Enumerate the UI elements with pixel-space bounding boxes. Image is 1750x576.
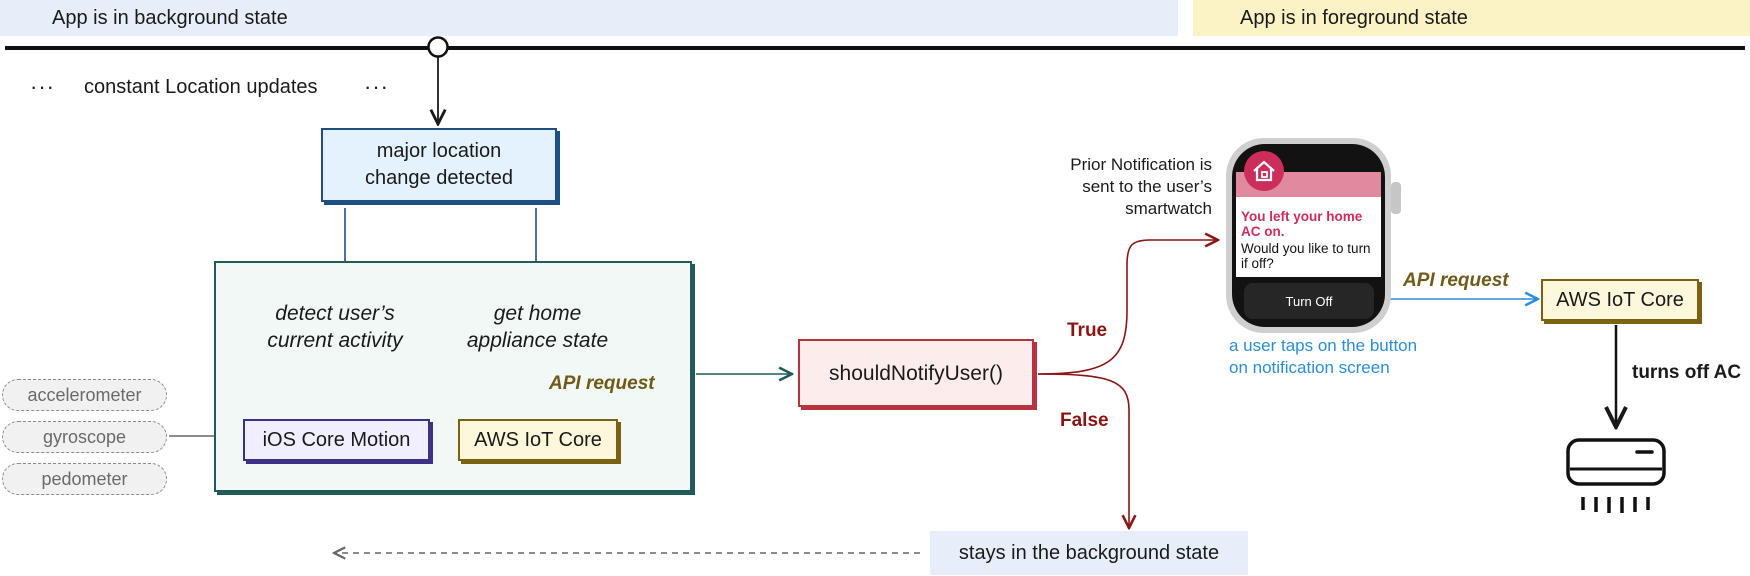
detect-activity-label: detect user’s current activity: [267, 302, 403, 352]
turn-off-button[interactable]: Turn Off: [1285, 293, 1333, 309]
major-change-line2: change detected: [365, 167, 513, 189]
ellipsis-right: ···: [364, 74, 389, 99]
false-branch-label: False: [1060, 410, 1109, 431]
sensor-accelerometer: accelerometer: [2, 379, 167, 411]
home-icon: [1251, 158, 1277, 189]
aws-iot-core-box-left: AWS IoT Core: [458, 419, 618, 461]
background-state-band: App is in background state: [0, 0, 1178, 36]
air-conditioner-icon: [1566, 438, 1666, 513]
watch-notification-body: Would you like to turn if off?: [1241, 241, 1371, 271]
smartwatch: [1226, 138, 1401, 333]
sensor-gyroscope: gyroscope: [2, 421, 167, 453]
tap-note: a user taps on the button on notificatio…: [1229, 336, 1418, 377]
ios-core-motion-box: iOS Core Motion: [243, 419, 430, 461]
true-branch: [1037, 240, 1218, 375]
false-branch: [1037, 373, 1129, 528]
aws-iot-core-box-right: AWS IoT Core: [1541, 279, 1699, 321]
prior-notification-note: Prior Notification is sent to the user’s…: [1070, 155, 1212, 218]
sensor-pedometer: pedometer: [2, 463, 167, 495]
api-request-label-right: API request: [1403, 270, 1509, 291]
foreground-state-label: App is in foreground state: [1240, 6, 1468, 29]
appliance-state-label: get home appliance state: [466, 302, 609, 352]
foreground-state-band: App is in foreground state: [1193, 0, 1750, 36]
major-change-line1: major location: [376, 140, 502, 162]
location-updates-label: constant Location updates: [84, 76, 318, 98]
api-request-label-left: API request: [549, 373, 655, 394]
timeline-event-node: [427, 36, 449, 58]
major-location-change-box: major location change detected: [321, 128, 557, 202]
watch-notification-title: You left your home AC on.: [1241, 209, 1363, 239]
ellipsis-left: ···: [30, 74, 55, 99]
true-branch-label: True: [1067, 320, 1108, 341]
should-notify-user-box: shouldNotifyUser(): [798, 339, 1034, 407]
background-state-label: App is in background state: [52, 6, 288, 29]
turns-off-ac-label: turns off AC: [1632, 362, 1742, 383]
stays-background-box: stays in the background state: [930, 531, 1248, 575]
